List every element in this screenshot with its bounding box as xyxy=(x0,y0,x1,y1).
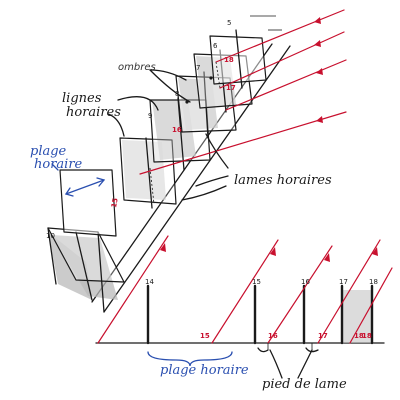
hour-number: 17 xyxy=(226,84,236,92)
baseline-red-numbers: 15 16 17 18 18 xyxy=(200,332,372,340)
top-dimension xyxy=(250,15,282,31)
label-plage-horaire-top-line2: horaire xyxy=(34,157,83,172)
profile-number: 15 xyxy=(252,278,261,286)
blade-plate xyxy=(59,169,117,237)
plage-horaire-annotation xyxy=(51,163,106,197)
hour-lines-top xyxy=(149,61,221,205)
label-lignes-horaires-line2: horaires xyxy=(66,105,121,120)
plate-number: 9 xyxy=(148,112,152,120)
hour-number: 16 xyxy=(172,126,182,134)
label-pied-de-lame: pied de lame xyxy=(262,377,347,392)
blade-plates xyxy=(47,29,267,313)
hour-number: 18 xyxy=(224,56,234,64)
hour-number: 15 xyxy=(200,332,210,340)
plate-number: 7 xyxy=(196,64,200,72)
profile-number: 14 xyxy=(145,278,154,286)
shadow-dot xyxy=(209,76,213,80)
plate-number: 10 xyxy=(46,232,55,240)
plate-number: 6 xyxy=(213,42,218,50)
profile-number: 18 xyxy=(369,278,378,286)
label-ombres: ombres xyxy=(118,62,156,73)
label-lames-horaires: lames horaires xyxy=(234,173,332,188)
red-numbers-top: 18 17 16 15 xyxy=(110,56,236,208)
profile-numbers: 14 15 16 17 18 xyxy=(145,278,378,286)
hour-number: 17 xyxy=(318,332,328,340)
label-arrows xyxy=(107,69,313,379)
hour-number: 18 xyxy=(354,332,364,340)
sun-rays-top xyxy=(139,9,347,175)
hour-number: 15 xyxy=(110,197,120,208)
plate-number: 5 xyxy=(227,19,231,27)
hour-number: 16 xyxy=(268,332,278,340)
label-lignes-horaires-line1: lignes xyxy=(62,91,102,106)
shadow-region xyxy=(342,290,372,343)
label-plage-horaire-bottom: plage horaire xyxy=(160,363,249,378)
label-plage-horaire-top-line1: plage xyxy=(30,144,67,159)
profile-view xyxy=(95,235,393,367)
hour-number: 18 xyxy=(362,332,372,340)
profile-number: 16 xyxy=(301,278,310,286)
profile-number: 17 xyxy=(339,278,348,286)
